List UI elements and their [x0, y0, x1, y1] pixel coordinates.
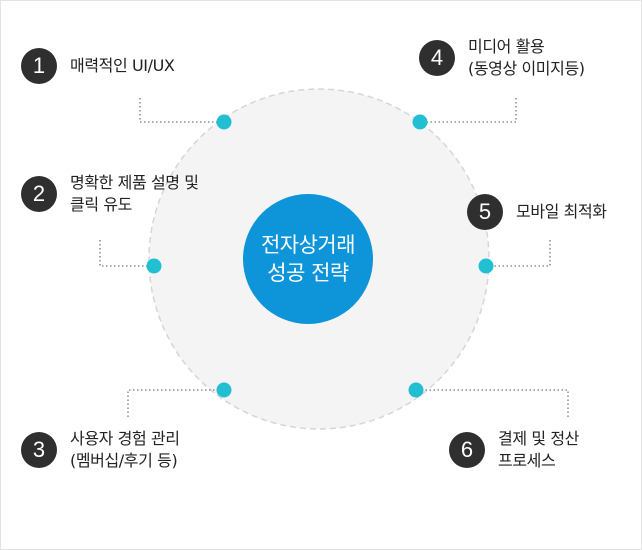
item-3-label: 사용자 경험 관리 (멤버십/후기 등) [70, 428, 180, 472]
item-3-label-line1: 사용자 경험 관리 [70, 429, 180, 448]
connector-4 [420, 98, 517, 123]
item-2-label: 명확한 제품 설명 및 클릭 유도 [70, 172, 199, 216]
node-6 [408, 382, 424, 398]
item-5-number-badge: 5 [467, 194, 503, 230]
center-title-line1: 전자상거래 [260, 233, 356, 257]
center-title-line2: 성공 전략 [267, 261, 349, 285]
item-3-label-line2: (멤버십/후기 등) [70, 451, 178, 470]
center-strategy-circle: 전자상거래 성공 전략 [243, 194, 373, 324]
item-4-number-badge: 4 [419, 40, 455, 76]
item-4-label: 미디어 활용 (동영상 이미지등) [468, 36, 585, 80]
item-4: 4 미디어 활용 (동영상 이미지등) [419, 36, 585, 80]
node-1 [216, 114, 232, 130]
item-2: 2 명확한 제품 설명 및 클릭 유도 [21, 172, 199, 216]
item-5: 5 모바일 최적화 [467, 194, 607, 230]
connector-2 [99, 240, 154, 267]
node-5 [478, 258, 494, 274]
item-6: 6 결제 및 정산 프로세스 [449, 428, 579, 472]
item-1: 1 매력적인 UI/UX [21, 48, 175, 84]
item-6-label-line2: 프로세스 [498, 451, 556, 470]
item-6-number-badge: 6 [449, 432, 485, 468]
item-6-label: 결제 및 정산 프로세스 [498, 428, 579, 472]
connector-1 [139, 98, 224, 123]
item-3-number-badge: 3 [21, 432, 57, 468]
item-2-label-line1: 명확한 제품 설명 및 [70, 173, 199, 192]
connector-3 [127, 389, 224, 417]
item-6-label-line1: 결제 및 정산 [498, 429, 579, 448]
item-1-label-line1: 매력적인 UI/UX [70, 56, 175, 75]
item-1-label: 매력적인 UI/UX [70, 55, 175, 77]
node-4 [412, 114, 428, 130]
item-3: 3 사용자 경험 관리 (멤버십/후기 등) [21, 428, 180, 472]
item-5-label-line1: 모바일 최적화 [516, 202, 607, 221]
connector-5 [486, 240, 551, 267]
item-4-label-line1: 미디어 활용 [468, 37, 545, 56]
node-3 [216, 382, 232, 398]
item-2-number-badge: 2 [21, 176, 57, 212]
item-2-label-line2: 클릭 유도 [70, 195, 132, 214]
node-2 [146, 258, 162, 274]
item-1-number-badge: 1 [21, 48, 57, 84]
item-4-label-line2: (동영상 이미지등) [468, 59, 585, 78]
item-5-label: 모바일 최적화 [516, 201, 607, 223]
connector-6 [416, 389, 569, 417]
